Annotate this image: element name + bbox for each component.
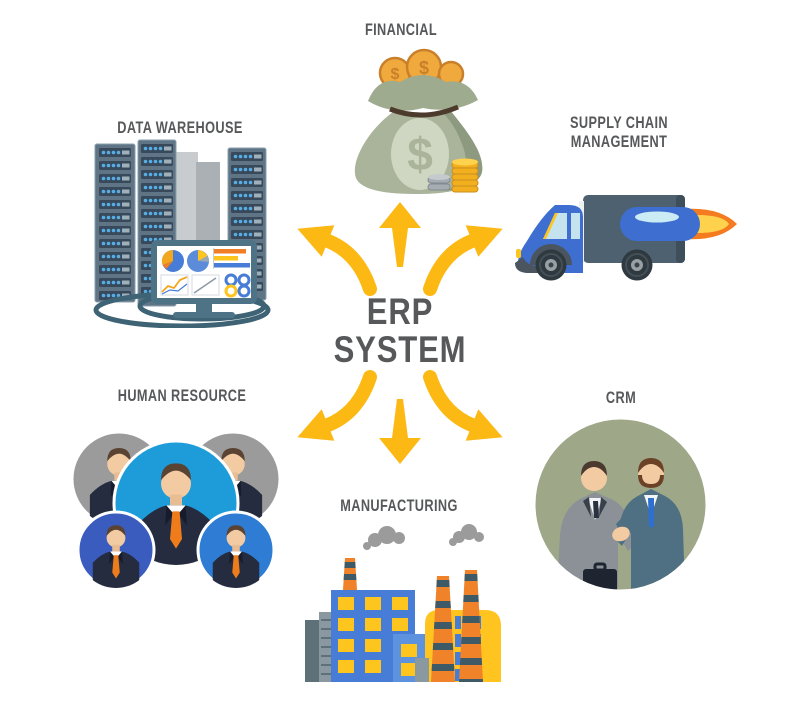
trend-chart — [191, 274, 220, 296]
side-window — [571, 213, 580, 239]
money-bag-icon: $ $ $ — [354, 48, 483, 194]
title-line-1: ERP — [366, 291, 434, 332]
chimney-right — [459, 570, 483, 682]
dollar-sign: $ — [407, 128, 433, 180]
handshake-circle-icon — [535, 419, 706, 590]
server-rack-left — [94, 143, 136, 303]
small-chimney — [343, 558, 357, 590]
coin-stack-silver — [427, 174, 451, 191]
handshake-hands — [612, 526, 630, 542]
arrow-up-right — [430, 225, 503, 289]
erp-system-title: ERP SYSTEM — [300, 293, 500, 369]
label-crm: CRM — [521, 388, 721, 407]
bag-rope — [389, 104, 459, 118]
arrow-down-left — [297, 377, 370, 441]
coin-stack-gold — [451, 158, 479, 193]
analytics-monitor — [151, 240, 257, 318]
coins-in-bag: $ $ — [378, 48, 465, 90]
employee-avatar-blue — [196, 510, 276, 590]
line-chart — [160, 274, 189, 296]
label-manufacturing-text: MANUFACTURING — [340, 496, 458, 515]
coin-dollar-sign: $ — [419, 58, 429, 78]
businessman-blue-suit — [614, 458, 685, 590]
arrow-down-right — [430, 377, 503, 441]
label-human-resource-text: HUMAN RESOURCE — [117, 386, 247, 405]
server-racks-monitor-icon — [93, 139, 271, 328]
donut-charts — [224, 273, 251, 298]
label-manufacturing: MANUFACTURING — [299, 496, 499, 515]
delivery-truck-rocket-icon — [515, 195, 737, 281]
bag-opening — [368, 75, 478, 111]
label-financial-text: FINANCIAL — [364, 20, 438, 39]
coin-dollar-sign: $ — [391, 66, 400, 83]
employee-avatar-indigo — [76, 510, 156, 590]
bar-chart — [213, 248, 250, 269]
cab-stripe — [543, 213, 558, 239]
gray-block — [415, 658, 429, 682]
chimney-left — [431, 576, 455, 682]
title-line-2: SYSTEM — [333, 329, 467, 370]
rocket — [620, 207, 700, 241]
label-data-warehouse-text: DATA WAREHOUSE — [117, 118, 243, 137]
pie-chart-2 — [187, 250, 209, 272]
smoke-left — [363, 526, 405, 550]
arrow-up — [379, 202, 421, 267]
arrow-up-left — [297, 225, 370, 289]
headlight — [516, 249, 521, 258]
label-crm-text: CRM — [605, 388, 637, 407]
label-supply-chain: SUPPLY CHAIN MANAGEMENT — [529, 113, 709, 151]
rear-wheel — [621, 249, 653, 281]
bag-patch — [391, 118, 449, 190]
label-supply-chain-text: SUPPLY CHAIN MANAGEMENT — [569, 113, 669, 151]
label-human-resource: HUMAN RESOURCE — [82, 386, 282, 405]
arrow-down — [379, 399, 421, 464]
factory-icon — [305, 524, 501, 682]
label-data-warehouse: DATA WAREHOUSE — [80, 118, 280, 137]
monitor-base — [173, 312, 235, 318]
label-financial: FINANCIAL — [301, 20, 501, 39]
pie-chart — [161, 249, 184, 272]
monitor-stand — [196, 304, 212, 313]
team-avatars-icon — [70, 430, 282, 590]
smoke-right — [449, 524, 484, 546]
front-wheel — [530, 244, 572, 281]
